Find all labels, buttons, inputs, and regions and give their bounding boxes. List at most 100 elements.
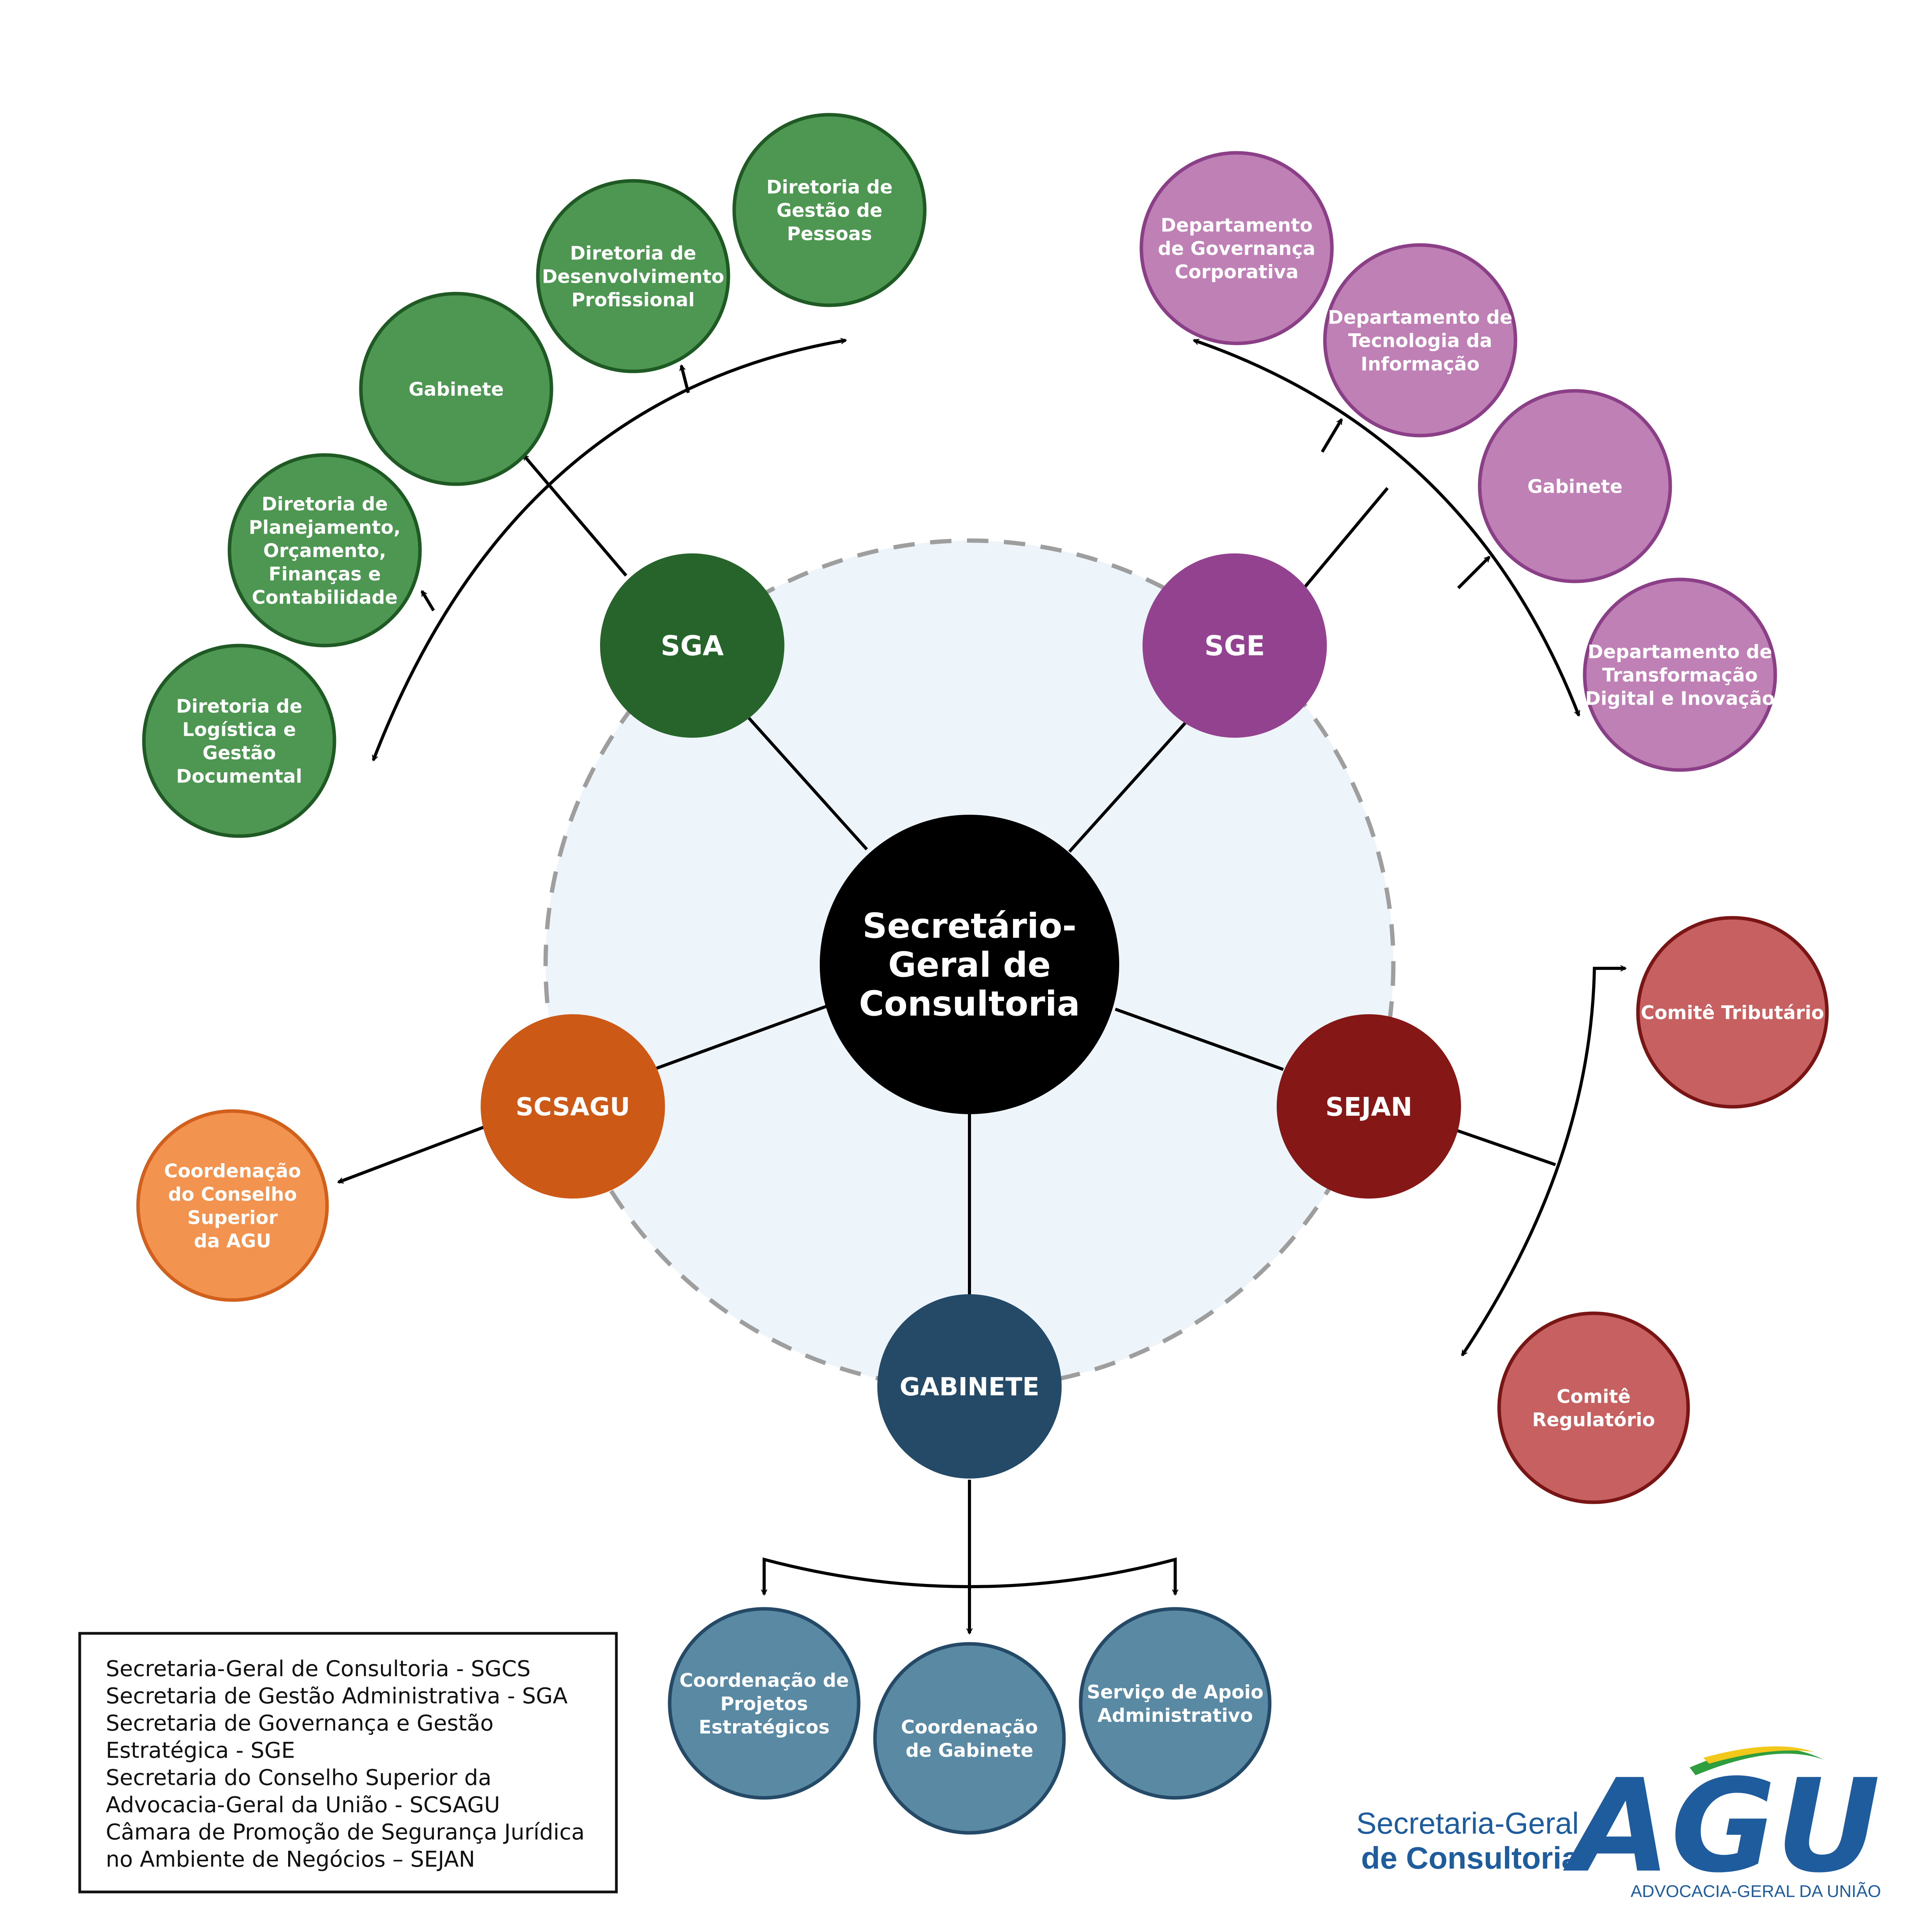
sga-child-3-circle [359, 292, 553, 486]
sga-node-label-line: SGA [661, 630, 724, 662]
gabinete-child-3-circle [1079, 1607, 1272, 1800]
sga-child-2-label-line: Diretoria de [570, 242, 696, 264]
gabinete-child-3-label-line: Serviço de Apoio [1087, 1681, 1263, 1703]
connector-sga-arc-branch-2 [679, 364, 690, 393]
agu-logo: AGU ADVOCACIA-GERAL DA UNIÃO [1561, 1746, 1881, 1901]
scsagu-branch-connectors [337, 1125, 485, 1184]
connector-center-scsagu [653, 1004, 828, 1071]
scsagu-child-1-circle [136, 1109, 329, 1302]
connector-center-sejan [1115, 1008, 1284, 1071]
sga-child-5-label-line: Gestão [203, 742, 276, 764]
legend-line: Secretaria de Gestão Administrativa - SG… [106, 1684, 568, 1709]
sge-arc [1192, 339, 1580, 717]
sga-child-2-label-line: Desenvolvimento [542, 266, 724, 287]
sge-child-1-label-line: Corporativa [1175, 261, 1298, 283]
sga-child-4-label-line: Contabilidade [252, 586, 397, 608]
connector-sga-arc-branch-1 [420, 590, 435, 612]
legend-line: Advocacia-Geral da União - SCSAGU [106, 1792, 500, 1818]
gabinete-arc [761, 1557, 1179, 1596]
sejan-child-1-label-line: Comitê Tributário [1641, 1002, 1824, 1024]
sga-child-4-label-line: Diretoria de [262, 493, 388, 515]
legend-line: Câmara de Promoção de Segurança Jurídica [106, 1820, 584, 1845]
sejan-child-2-label-line: Comitê [1557, 1386, 1631, 1407]
sga-child-1-circle [732, 113, 927, 307]
sge-child-1-label-line: de Governança [1158, 238, 1315, 259]
agu-logo-caption: ADVOCACIA-GERAL DA UNIÃO [1631, 1881, 1881, 1901]
sga-child-4-circle [227, 453, 422, 648]
center-node-circle [820, 815, 1119, 1114]
gabinete-child-3-label-line: Administrativo [1097, 1704, 1253, 1726]
scsagu-child-1-label-line: do Conselho [168, 1183, 297, 1205]
sga-child-5-label-line: Diretoria de [176, 695, 303, 717]
scsagu-child-1-label-line: da AGU [194, 1230, 271, 1252]
sga-child-1-label-line: Gestão de [777, 200, 882, 221]
sga-child-3: Gabinete [359, 292, 553, 486]
gabinete-child-1-label-line: Coordenação de [679, 1670, 849, 1691]
legend-line: Secretaria-Geral de Consultoria - SGCS [106, 1656, 530, 1682]
sga-child-5-circle [142, 644, 336, 838]
sge-child-4-label-line: Departamento de [1588, 641, 1772, 663]
sga-arc [372, 338, 847, 762]
connector-sejan-arc [1452, 1127, 1556, 1166]
center-node-label-line: Consultoria [859, 984, 1080, 1024]
sga-child-1-label-line: Diretoria de [766, 176, 893, 198]
sejan-child-1: Comitê Tributário [1636, 916, 1829, 1109]
agu-logo-text: AGU [1561, 1752, 1880, 1901]
sga-branch-connectors [372, 338, 847, 762]
sga-node-circle [600, 553, 784, 738]
sge-child-2-circle [1323, 243, 1517, 438]
brand-line-2: de Consultoria [1361, 1841, 1579, 1875]
gabinete-child-2-label-line: de Gabinete [906, 1740, 1033, 1761]
center-node-label-line: Secretário- [863, 906, 1076, 946]
sge-child-4-label-line: Digital e Inovação [1585, 688, 1774, 709]
gabinete-node-label-line: GABINETE [899, 1373, 1039, 1402]
scsagu-node: SCSAGU [481, 1014, 665, 1199]
sejan-node: SEJAN [1277, 1014, 1461, 1199]
connector-sge-arc [1303, 487, 1389, 588]
agu-logo-swoosh-yellow [1703, 1746, 1814, 1764]
sga-child-2-circle [536, 179, 730, 373]
sejan-node-circle [1277, 1014, 1461, 1199]
sga-child-4: Diretoria dePlanejamento,Orçamento,Finan… [227, 453, 422, 648]
sejan-child-2-label-line: Regulatório [1532, 1409, 1655, 1431]
sge-child-1-label-line: Departamento [1161, 214, 1313, 236]
sga-node: SGA [600, 553, 784, 738]
sejan-arc [1461, 965, 1627, 1356]
sge-child-2-label-line: Tecnologia da [1348, 330, 1493, 352]
gabinete-node: GABINETE [877, 1294, 1062, 1479]
scsagu-node-circle [481, 1014, 665, 1199]
sga-child-5-label-line: Documental [176, 765, 302, 787]
sge-child-2-label-line: Departamento de [1328, 306, 1512, 328]
legend-box [78, 1632, 618, 1894]
sejan-node-label-line: SEJAN [1325, 1092, 1412, 1122]
sge-node-label-line: SGE [1204, 630, 1265, 662]
sge-branch-connectors [1192, 339, 1580, 717]
connector-sge-arc-branch-2 [1457, 556, 1491, 589]
legend-line: Secretaria de Governança e Gestão [106, 1711, 493, 1736]
gabinete-branch-connectors [761, 1480, 1179, 1635]
sge-child-4-circle [1583, 578, 1777, 772]
sejan-child-2-circle [1497, 1311, 1690, 1504]
sejan-child-1-circle [1636, 916, 1829, 1109]
sge-node: SGE [1143, 553, 1327, 738]
legend-line: Estratégica - SGE [106, 1738, 295, 1763]
connector-sge-arc-branch-1 [1321, 418, 1343, 453]
legend-line: no Ambiente de Negócios – SEJAN [106, 1847, 475, 1872]
scsagu-node-label-line: SCSAGU [516, 1093, 630, 1122]
gabinete-child-2-label-line: Coordenação [901, 1716, 1038, 1738]
connector-center-sge [1068, 718, 1190, 853]
sejan-branch-connectors [1452, 965, 1627, 1356]
brand-line-1: Secretaria-Geral [1356, 1806, 1579, 1840]
connector-scsagu-child [337, 1125, 485, 1184]
